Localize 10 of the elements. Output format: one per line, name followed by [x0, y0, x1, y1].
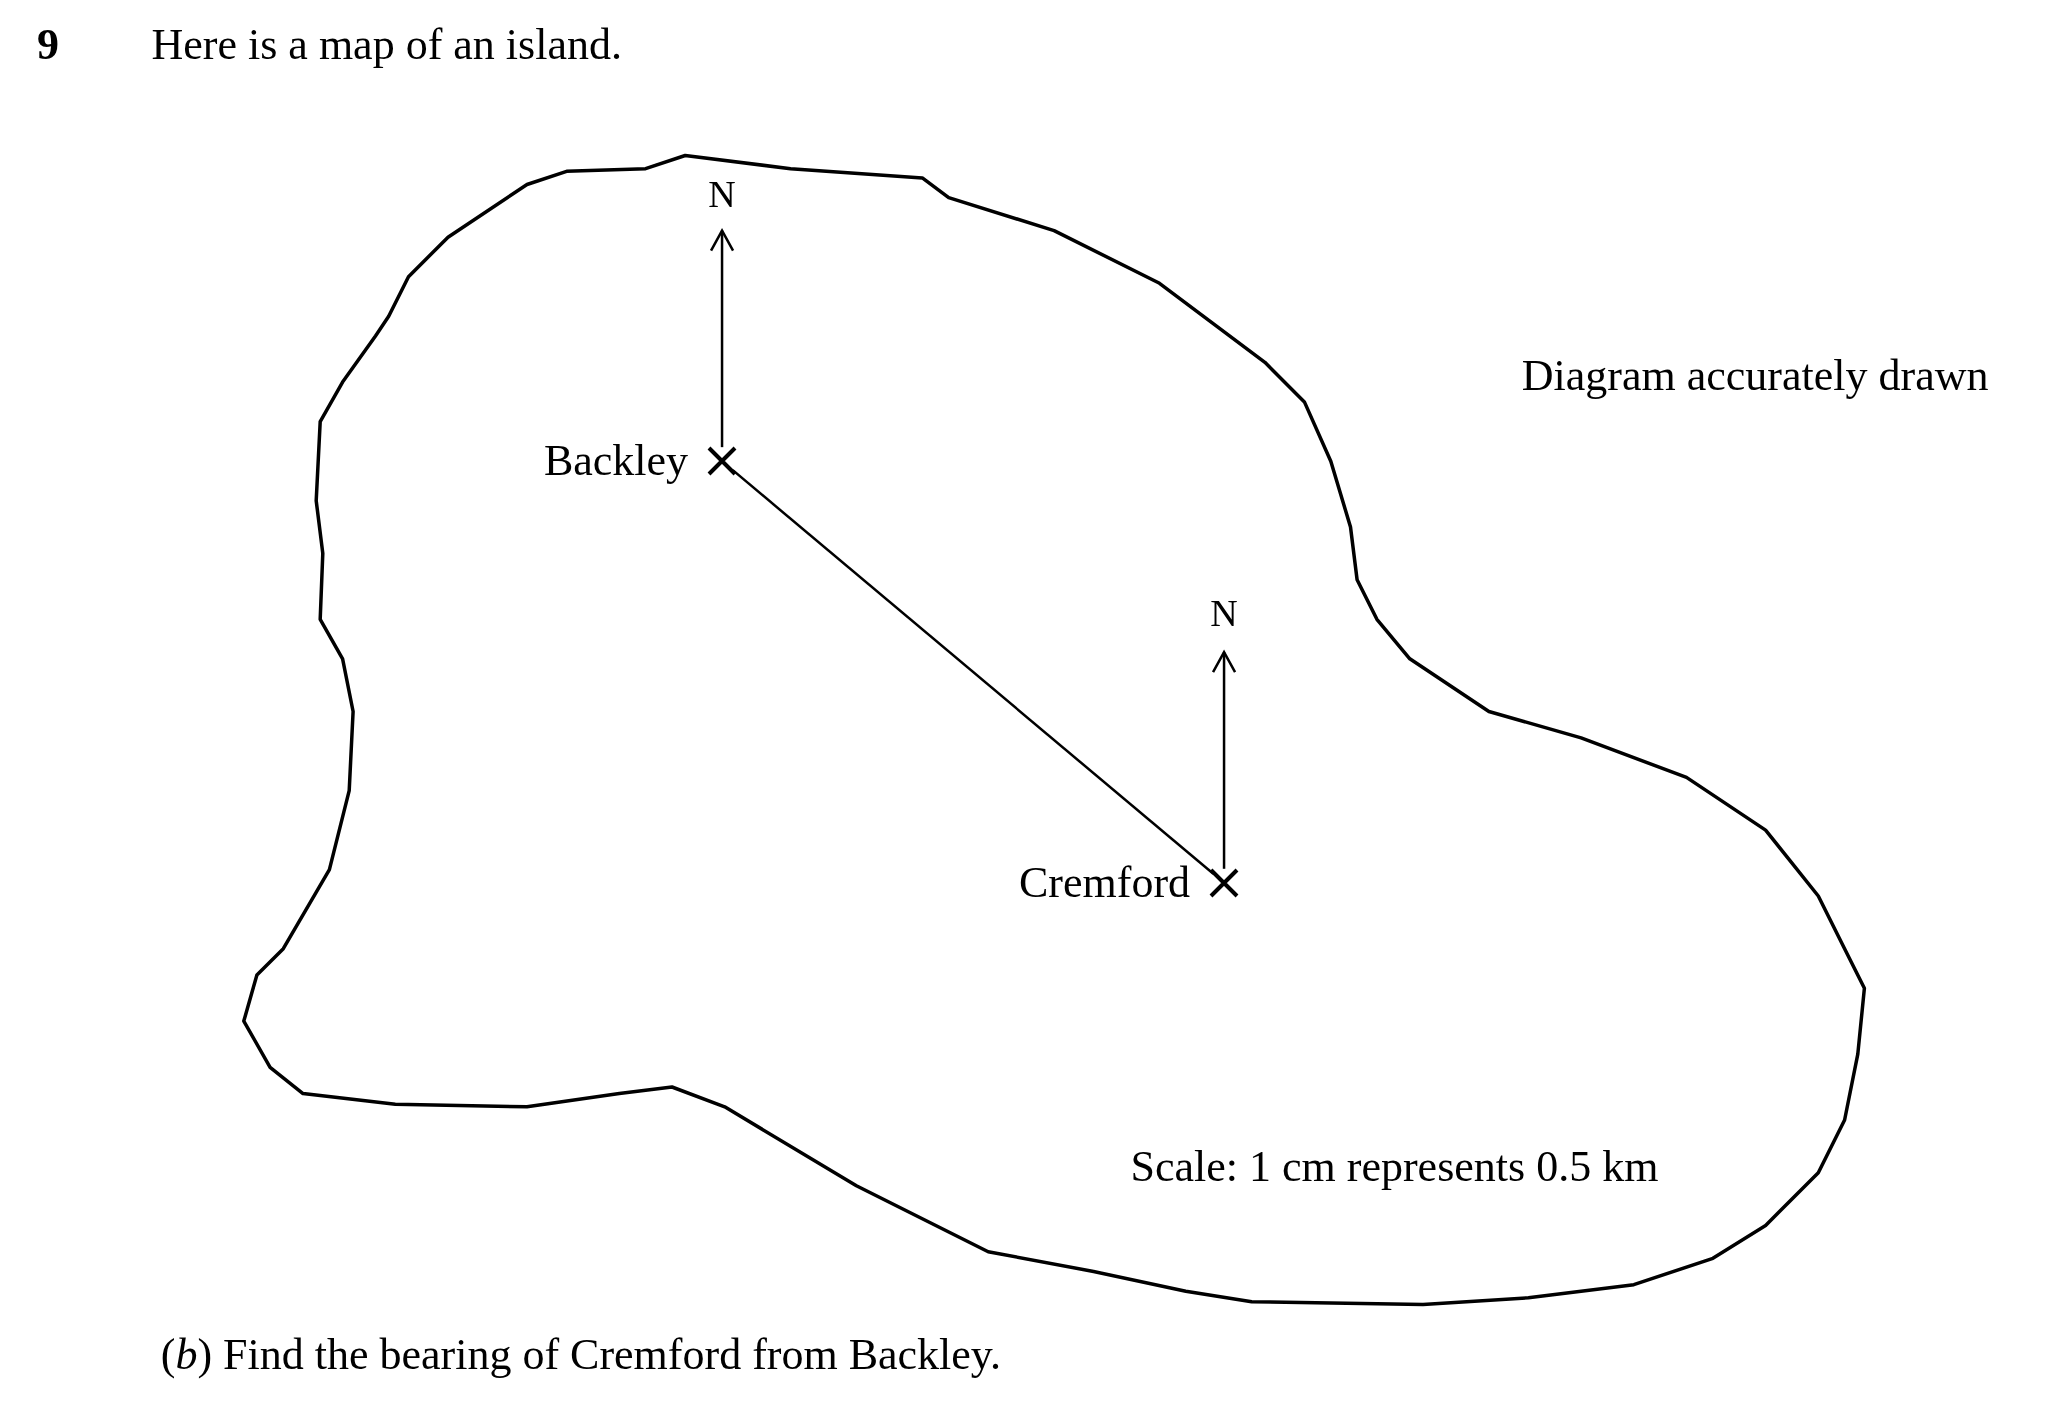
- north-label: N: [708, 174, 736, 217]
- north-label: N: [1210, 593, 1238, 636]
- connecting-line: [731, 469, 1215, 875]
- scale-text: Scale: 1 cm represents 0.5 km: [1130, 1142, 1659, 1192]
- question-text: Here is a map of an island.: [151, 21, 622, 70]
- note-text: Diagram accurately drawn: [1521, 352, 1989, 401]
- question-number: 9: [36, 21, 59, 70]
- question-text: (b) Find the bearing of Cremford from Backley.: [160, 1331, 1001, 1380]
- place-name: Backley: [543, 439, 689, 484]
- place-name: Cremford: [1019, 860, 1191, 905]
